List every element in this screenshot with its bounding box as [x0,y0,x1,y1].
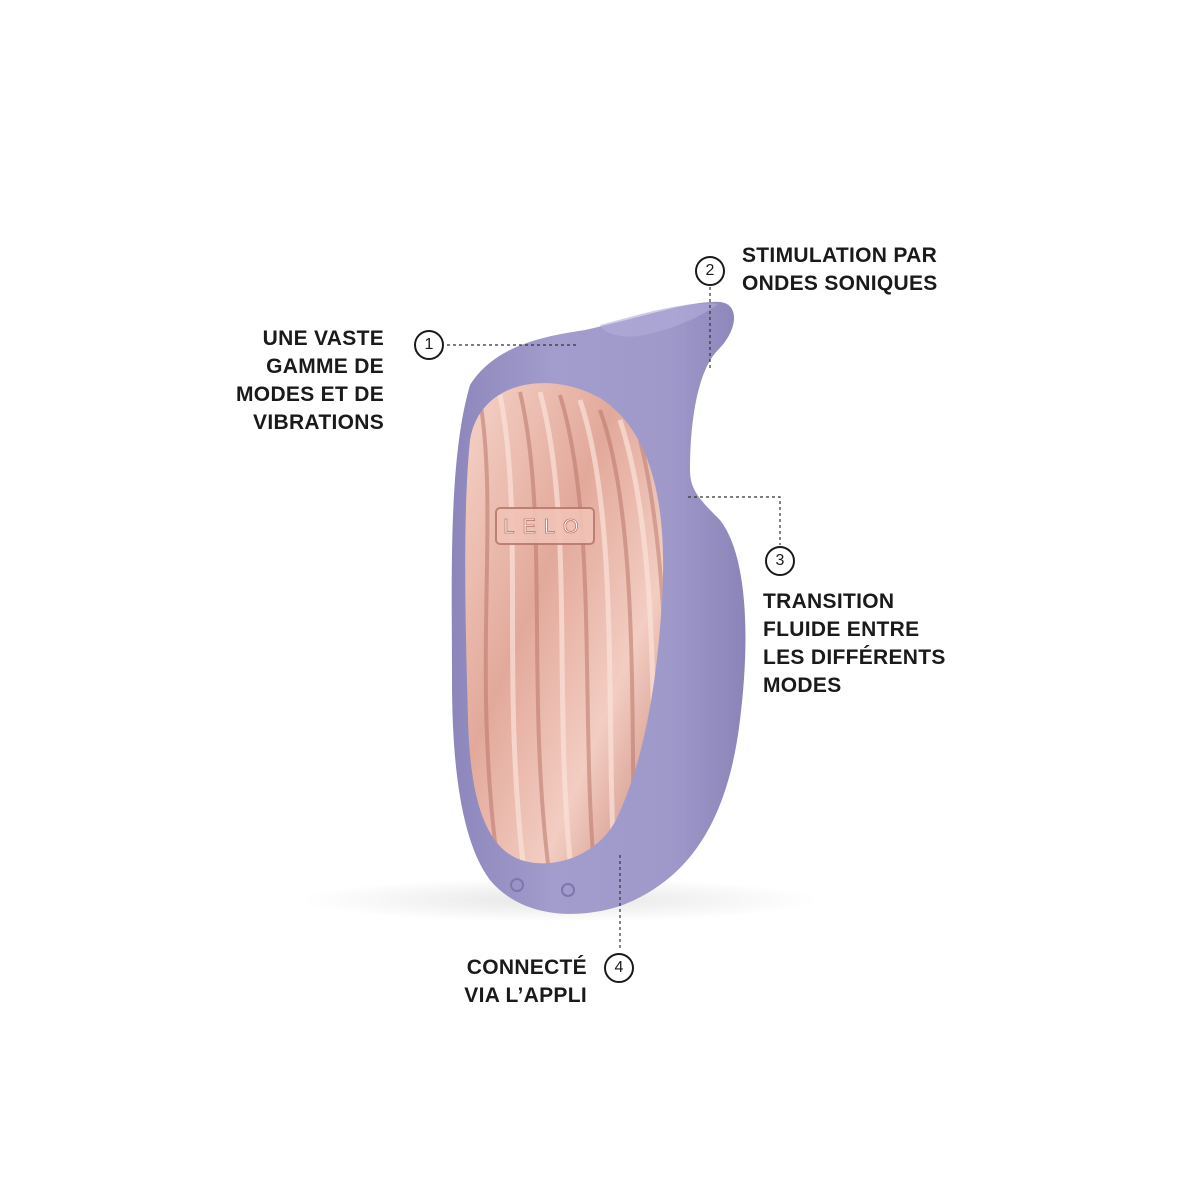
callout-3-number-badge: 3 [765,546,795,576]
callout-3-line: TRANSITION [763,590,895,613]
callout-1-line: MODES ET DE [236,383,384,406]
base-button-icon [510,878,524,892]
callout-3-line: LES DIFFÉRENTS [763,646,946,669]
callout-4-text: CONNECTÉ VIA L’APPLI [464,954,587,1010]
callout-3-line: MODES [763,674,842,697]
callout-4-number-badge: 4 [604,953,634,983]
brand-mark: LELO [503,516,586,538]
callout-2-number-badge: 2 [695,256,725,286]
callout-2-line: STIMULATION PAR [742,244,938,267]
callout-1-text: UNE VASTE GAMME DE MODES ET DE VIBRATION… [236,325,384,437]
callout-4-line: CONNECTÉ [466,956,587,979]
callout-2-line: ONDES SONIQUES [742,272,938,295]
callout-1-line: UNE VASTE [262,327,384,350]
base-button-icon [561,883,575,897]
callout-1-line: VIBRATIONS [253,411,384,434]
callout-3-line: FLUIDE ENTRE [763,618,920,641]
callout-1-line: GAMME DE [266,355,384,378]
brand-plate [495,507,595,545]
callout-4-line: VIA L’APPLI [464,984,587,1007]
callout-1-number-badge: 1 [414,330,444,360]
callout-3-text: TRANSITION FLUIDE ENTRE LES DIFFÉRENTS M… [763,588,946,700]
callout-2-text: STIMULATION PAR ONDES SONIQUES [742,242,938,298]
